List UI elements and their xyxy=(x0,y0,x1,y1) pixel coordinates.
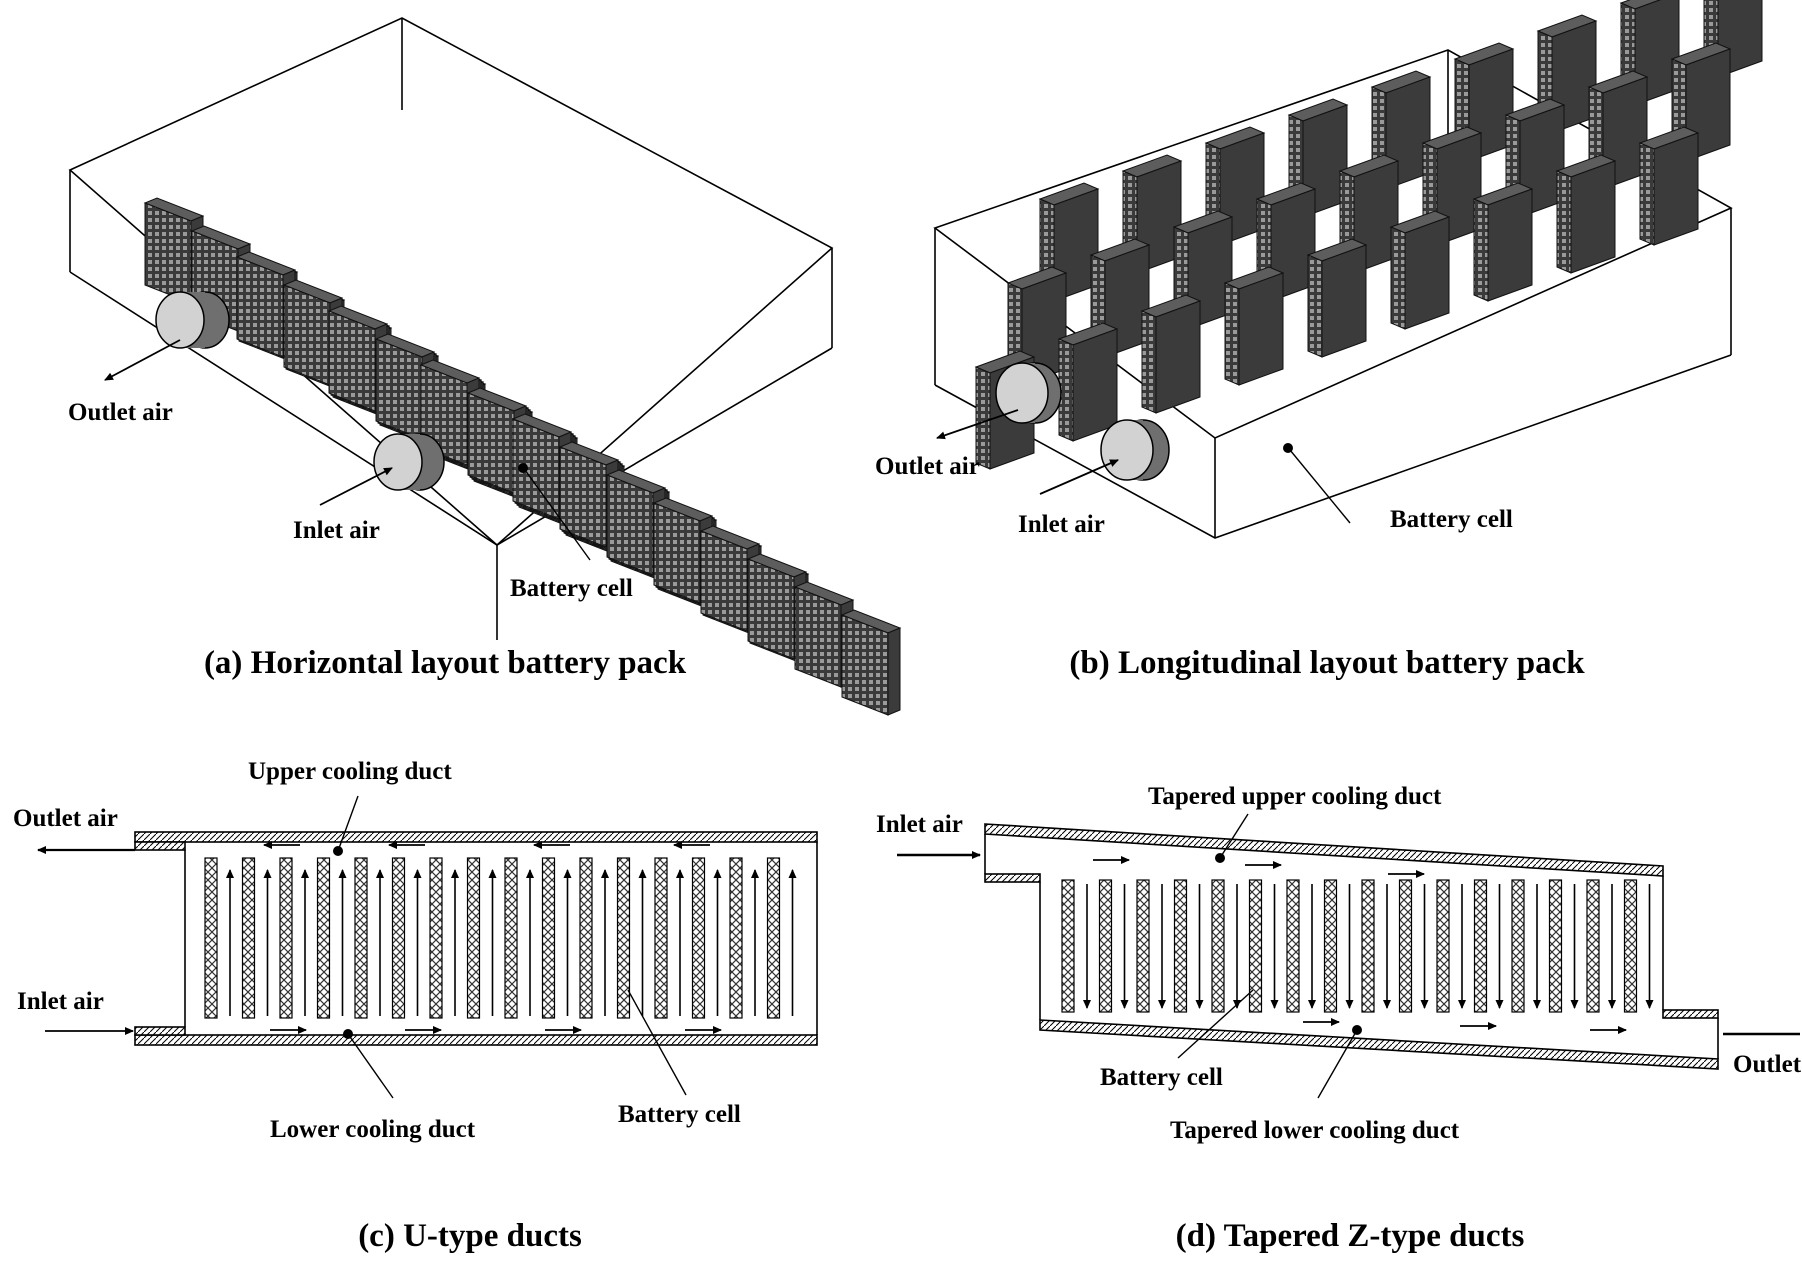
panel-a-outlet-label: Outlet air xyxy=(68,399,173,426)
panel-a-inlet-cylinder xyxy=(373,433,445,491)
panel-d-cell-pointer xyxy=(1177,989,1254,1059)
panel-b-cell-pointer xyxy=(1289,449,1351,524)
panel-b-outlet-label: Outlet air xyxy=(875,453,980,480)
panel-a-cell-label: Battery cell xyxy=(510,575,633,602)
panel-a-outlet-arrow xyxy=(104,339,181,381)
panel-a-box xyxy=(68,17,834,640)
panel-c-upper-label: Upper cooling duct xyxy=(248,758,452,785)
battery-cell xyxy=(1211,879,1225,1013)
panel-b-inlet-arrow xyxy=(1039,459,1119,495)
battery-cell xyxy=(241,857,256,1019)
panel-a-caption: (a) Horizontal layout battery pack xyxy=(204,645,687,681)
panel-d-inlet-label: Inlet air xyxy=(876,811,963,838)
panel-b-inlet-cylinder xyxy=(1100,419,1170,481)
battery-cell xyxy=(1511,879,1525,1013)
panel-b-inlet-label: Inlet air xyxy=(1018,511,1105,538)
battery-cell xyxy=(1323,879,1338,1013)
battery-cell xyxy=(1361,879,1375,1013)
battery-cell xyxy=(1306,238,1368,358)
panel-c-inlet-label: Inlet air xyxy=(17,988,104,1015)
battery-cell xyxy=(1555,154,1617,274)
panel-d-duct-walls xyxy=(984,823,1719,1070)
battery-cell xyxy=(616,857,631,1019)
panel-b-longitudinal-pack: Outlet air Inlet air Battery cell (b) Lo… xyxy=(875,0,1763,681)
battery-cell xyxy=(1548,879,1563,1013)
panel-b-outlet-arrow xyxy=(936,409,1019,440)
battery-cell xyxy=(1098,879,1113,1013)
battery-cell xyxy=(579,857,593,1019)
battery-cell xyxy=(691,857,706,1019)
battery-cell xyxy=(1140,294,1202,414)
panel-b-cell-label: Battery cell xyxy=(1390,506,1513,533)
battery-cell xyxy=(654,857,668,1019)
panel-d-lower-label: Tapered lower cooling duct xyxy=(1170,1117,1460,1144)
panel-d-flow-arrows xyxy=(1083,856,1654,1034)
panel-c-caption: (c) U-type ducts xyxy=(358,1218,582,1254)
battery-cell xyxy=(1286,879,1300,1013)
panel-c-flow-arrows xyxy=(226,841,797,1034)
panel-b-caption: (b) Longitudinal layout battery pack xyxy=(1069,645,1585,681)
panel-c-duct-walls xyxy=(134,831,818,1046)
battery-cell xyxy=(1398,879,1413,1013)
battery-cell xyxy=(504,857,518,1019)
battery-cell xyxy=(1173,879,1188,1013)
battery-cell xyxy=(1389,210,1451,330)
panel-c-cell-label: Battery cell xyxy=(618,1101,741,1128)
panel-b-battery-cells xyxy=(974,0,1763,470)
battery-cell xyxy=(840,609,902,716)
panel-c-u-type-ducts: Upper cooling duct Outlet air Inlet air … xyxy=(13,758,818,1254)
battery-cell xyxy=(204,857,218,1019)
panel-c-lower-label: Lower cooling duct xyxy=(270,1116,476,1143)
battery-cell xyxy=(391,857,406,1019)
battery-cell xyxy=(1248,879,1263,1013)
panel-a-horizontal-pack: Outlet air Inlet air Battery cell (a) Ho… xyxy=(68,17,902,716)
battery-cell xyxy=(354,857,368,1019)
battery-cell xyxy=(541,857,556,1019)
battery-cell xyxy=(766,857,781,1019)
panel-a-outlet-cylinder xyxy=(155,291,230,349)
battery-cell xyxy=(1586,879,1600,1013)
panel-c-outlet-label: Outlet air xyxy=(13,805,118,832)
panel-c-cell-pointer xyxy=(627,989,687,1096)
panel-d-outlet-label: Outlet xyxy=(1733,1051,1802,1078)
panel-b-outlet-cylinder xyxy=(995,362,1062,424)
battery-cell xyxy=(1623,879,1638,1013)
battery-cell xyxy=(279,857,293,1019)
panel-a-battery-cells xyxy=(143,197,902,716)
battery-cell xyxy=(429,857,443,1019)
panel-d-battery-cells xyxy=(1061,879,1638,1013)
battery-cell xyxy=(316,857,331,1019)
battery-cell xyxy=(1473,879,1488,1013)
battery-cell xyxy=(1472,182,1534,302)
panel-a-cell-pointer xyxy=(524,469,591,561)
battery-cell xyxy=(466,857,481,1019)
battery-cell xyxy=(1057,322,1119,442)
battery-cell xyxy=(1223,266,1285,386)
panel-a-inlet-label: Inlet air xyxy=(293,517,380,544)
battery-cell xyxy=(1061,879,1075,1013)
panel-a-inlet-arrow xyxy=(319,467,393,506)
panel-d-cell-label: Battery cell xyxy=(1100,1064,1223,1091)
battery-cell xyxy=(729,857,743,1019)
panel-d-tapered-z-ducts: Tapered upper cooling duct Inlet air Out… xyxy=(876,783,1802,1254)
panel-d-caption: (d) Tapered Z-type ducts xyxy=(1176,1218,1525,1254)
panel-d-upper-label: Tapered upper cooling duct xyxy=(1148,783,1442,810)
battery-cell xyxy=(1436,879,1450,1013)
panel-c-battery-cells xyxy=(204,857,781,1019)
battery-cell xyxy=(1136,879,1150,1013)
battery-cell xyxy=(1638,126,1700,246)
